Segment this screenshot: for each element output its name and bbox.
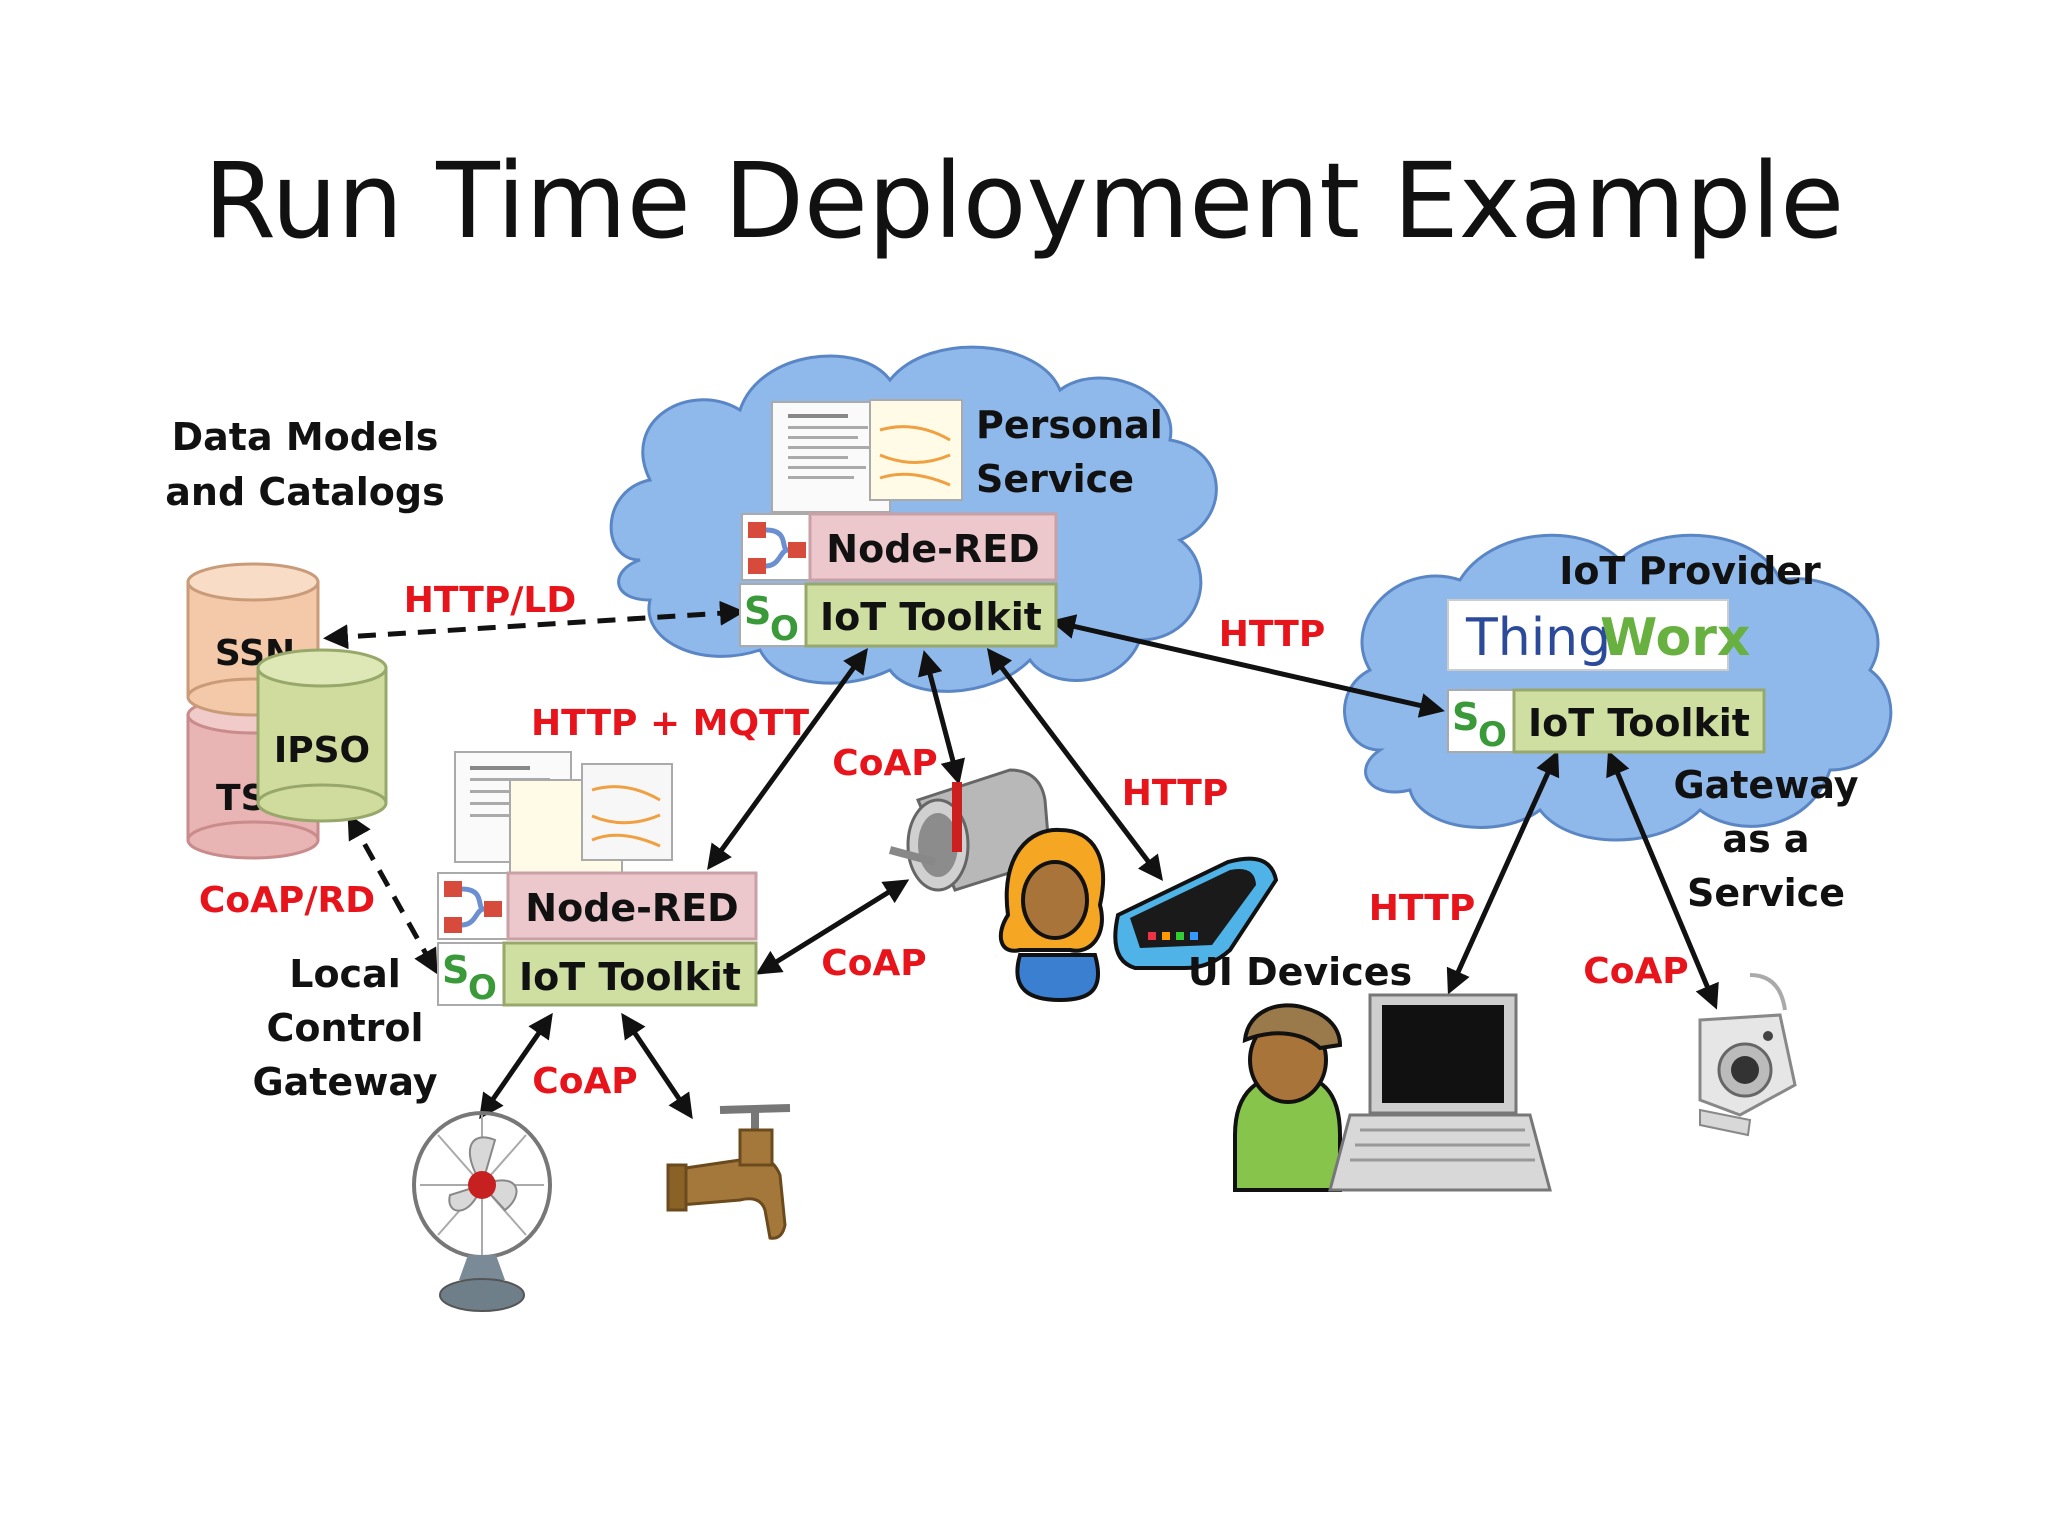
node-red-logo-icon [437, 872, 509, 940]
coap-faucet-connector [621, 1012, 693, 1120]
node-red-label: Node-RED [826, 527, 1039, 571]
svg-text:S: S [1452, 695, 1479, 739]
svg-text:S: S [744, 589, 771, 633]
node-red-logo-icon [741, 513, 811, 581]
provider-iot-toolkit-box [1512, 688, 1766, 754]
iot-toolkit-box [804, 582, 1058, 648]
data-models-label-line-1: Data Models [172, 415, 439, 459]
svg-text:O: O [1478, 715, 1507, 755]
ipso-database-icon [256, 648, 388, 823]
http-provider-connector [1050, 614, 1445, 718]
protocol-coap-rd: CoAP/RD [199, 880, 375, 921]
local-control-label-line-1: Local [289, 952, 401, 996]
code-document-icon [454, 751, 673, 877]
local-iot-toolkit-box [502, 941, 758, 1007]
svg-text:Worx: Worx [1600, 608, 1750, 668]
node-red-box [808, 512, 1058, 582]
local-iot-toolkit-label: IoT Toolkit [519, 955, 741, 999]
protocol-http-phone: HTTP [1122, 773, 1228, 814]
slide-title: Run Time Deployment Example [203, 140, 1845, 262]
personal-service-label-line-2: Service [976, 457, 1134, 501]
mailbox-icon [888, 768, 1052, 892]
coap-webcam-connector [1606, 750, 1719, 1010]
faucet-icon [666, 1104, 791, 1240]
gateway-service-label-line-2: as a [1722, 817, 1809, 861]
iot-provider-label: IoT Provider [1559, 549, 1821, 593]
protocol-coap-mailbox: CoAP [832, 743, 937, 784]
protocol-coap-webcam: CoAP [1583, 951, 1688, 992]
svg-text:S: S [442, 948, 469, 992]
code-document-icon [771, 399, 963, 513]
svg-text:Thing: Thing [1465, 608, 1611, 668]
local-control-label-line-3: Gateway [252, 1060, 437, 1104]
thingworx-logo: Thing Worx [1447, 599, 1750, 671]
protocol-http-mqtt: HTTP + MQTT [531, 703, 809, 744]
so-logo-icon: S O [739, 583, 807, 649]
local-node-red-box [506, 871, 758, 941]
gateway-service-label-line-3: Service [1687, 871, 1845, 915]
smartphone-icon [1113, 856, 1279, 970]
so-logo-icon: S O [437, 942, 505, 1008]
man-person-icon [1233, 1003, 1343, 1192]
iot-toolkit-label: IoT Toolkit [820, 595, 1042, 639]
coap-fan-connector [479, 1012, 553, 1120]
svg-text:O: O [468, 968, 497, 1008]
data-models-label-line-2: and Catalogs [165, 470, 444, 514]
protocol-coap-local-mailbox: CoAP [821, 943, 926, 984]
protocol-http-ld: HTTP/LD [404, 580, 576, 621]
ui-devices-label: UI Devices [1188, 950, 1412, 994]
gateway-service-label-line-1: Gateway [1673, 763, 1858, 807]
personal-service-label-line-1: Personal [976, 403, 1163, 447]
protocol-coap-devices: CoAP [532, 1061, 637, 1102]
coap-local-mailbox-connector [755, 879, 910, 975]
laptop-icon [1328, 993, 1552, 1192]
protocol-http-laptop: HTTP [1369, 888, 1475, 929]
svg-text:O: O [770, 609, 799, 649]
woman-person-icon [998, 827, 1106, 1003]
webcam-icon [1698, 973, 1797, 1137]
provider-iot-toolkit-label: IoT Toolkit [1528, 701, 1750, 745]
fan-icon [412, 1111, 552, 1312]
connectors [323, 600, 1719, 1120]
http-ld-connector [323, 600, 745, 650]
so-logo-icon: S O [1447, 689, 1515, 755]
local-node-red-label: Node-RED [525, 886, 738, 930]
protocol-http-provider: HTTP [1219, 614, 1325, 655]
http-mqtt-connector [707, 647, 868, 871]
http-laptop-connector [1446, 750, 1560, 995]
ipso-label: IPSO [274, 730, 370, 771]
http-phone-connector [986, 648, 1164, 881]
coap-mailbox-connector [918, 650, 965, 785]
local-control-label-line-2: Control [266, 1006, 423, 1050]
